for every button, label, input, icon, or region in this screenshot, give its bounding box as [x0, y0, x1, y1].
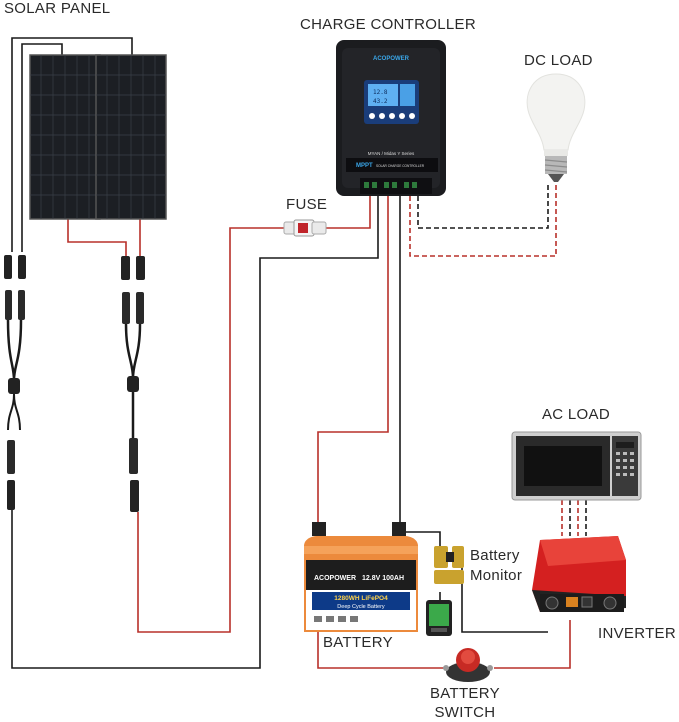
- battery-monitor-label-line1: Battery: [470, 547, 520, 564]
- battery-switch-unit: [443, 648, 493, 682]
- solar-panel-left: [29, 54, 101, 220]
- battery-switch-label-line2: SWITCH: [434, 704, 496, 721]
- controller-button-2: [379, 113, 385, 119]
- battery-spec-text: 12.8V 100AH: [362, 575, 404, 582]
- dc-load-wire-red: [409, 182, 557, 257]
- panel-wire-black-top: [11, 37, 133, 252]
- svg-text:43.2: 43.2: [373, 98, 388, 105]
- solar-panel-label: SOLAR PANEL: [4, 0, 111, 17]
- svg-text:12.8: 12.8: [373, 89, 388, 96]
- solar-panel-right: [95, 54, 167, 220]
- controller-button-5: [409, 113, 415, 119]
- mc4-branch-right: [121, 256, 145, 512]
- panel-wire-red-bottom: [67, 218, 127, 258]
- inverter-fan-2: [603, 596, 617, 610]
- battery-monitor-display: [426, 600, 452, 636]
- controller-button-4: [399, 113, 405, 119]
- dc-load-label: DC LOAD: [524, 52, 593, 69]
- controller-brand-text: ACOPOWER: [373, 56, 410, 62]
- controller-series-text: MYAN / Midas Y Series: [368, 151, 415, 156]
- controller-button-3: [389, 113, 395, 119]
- solar-negative-wire: [11, 196, 379, 669]
- ac-load-microwave: [511, 431, 642, 501]
- inverter-unit: [532, 536, 626, 612]
- charge-controller-label: CHARGE CONTROLLER: [300, 16, 476, 33]
- battery-subtitle-text: Deep Cycle Battery: [337, 604, 385, 610]
- controller-type-text: MPPT: [356, 163, 373, 169]
- controller-battery-positive: [317, 196, 389, 522]
- fuse-to-controller-wire: [326, 196, 371, 229]
- dc-load-bulb: [526, 73, 586, 182]
- battery-label: BATTERY: [323, 634, 393, 651]
- battery-monitor-label-line2: Monitor: [470, 567, 523, 584]
- ac-load-label: AC LOAD: [542, 406, 610, 423]
- battery-brand-text: ACOPOWER: [314, 575, 356, 582]
- charge-controller: ACOPOWER 12.8 43.2 MYAN / Midas Y Series…: [336, 40, 446, 196]
- battery-shunt: [434, 546, 464, 584]
- battery-switch-label: BATTERY SWITCH: [430, 684, 500, 722]
- battery-unit: ACOPOWER 12.8V 100AH 1280WH LiFePO4 Deep…: [304, 522, 418, 632]
- battery-monitor-label: Battery Monitor: [470, 546, 522, 586]
- controller-subtitle-text: SOLAR CHARGE CONTROLLER: [376, 164, 425, 168]
- mc4-branch-left: [4, 255, 26, 510]
- inverter-label: INVERTER: [598, 625, 676, 642]
- dc-load-wire-black: [417, 182, 549, 229]
- panel-wire-black-top2: [21, 43, 63, 252]
- battery-capacity-text: 1280WH LiFePO4: [334, 595, 388, 602]
- battery-to-shunt: [398, 531, 441, 548]
- battery-switch-label-line1: BATTERY: [430, 685, 500, 702]
- inline-fuse: [283, 219, 327, 237]
- controller-button-1: [369, 113, 375, 119]
- switch-to-inverter: [494, 620, 571, 669]
- inverter-fan-1: [545, 596, 559, 610]
- fuse-label: FUSE: [286, 196, 328, 213]
- solar-positive-wire: [137, 227, 288, 633]
